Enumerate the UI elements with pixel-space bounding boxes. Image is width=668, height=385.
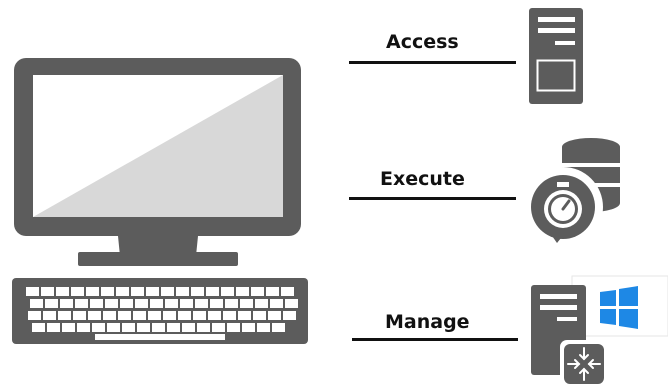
keyboard-key: [101, 287, 114, 296]
keyboard-key: [118, 311, 131, 320]
router-icon: [560, 340, 608, 385]
keyboard-key: [45, 299, 58, 308]
keyboard-key: [270, 299, 283, 308]
stopwatch-icon: [523, 167, 603, 247]
keyboard-key: [146, 287, 159, 296]
keyboard-key: [26, 287, 39, 296]
keyboard-key: [120, 299, 133, 308]
keyboard-key: [30, 299, 43, 308]
keyboard-key: [71, 287, 84, 296]
keyboard-key: [255, 299, 268, 308]
monitor: [14, 58, 301, 266]
keyboard-key: [90, 299, 103, 308]
keyboard-key: [285, 299, 298, 308]
keyboard-key: [75, 299, 88, 308]
desktop-computer-icon: [12, 58, 308, 344]
keyboard-key: [58, 311, 71, 320]
keyboard-key: [131, 287, 144, 296]
keyboard-key: [182, 323, 195, 332]
keyboard-key: [165, 299, 178, 308]
label-execute: Execute: [380, 168, 465, 190]
keyboard-key: [281, 287, 294, 296]
keyboard-key: [135, 299, 148, 308]
keyboard-key: [221, 287, 234, 296]
keyboard-key: [193, 311, 206, 320]
keyboard-key: [251, 287, 264, 296]
server-tower-icon: [529, 8, 583, 104]
keyboard-key: [137, 323, 150, 332]
keyboard-key: [283, 311, 296, 320]
keyboard: [12, 278, 308, 344]
keyboard-key: [105, 299, 118, 308]
keyboard-key: [266, 287, 279, 296]
label-access: Access: [386, 31, 459, 53]
database-clock-icon: [523, 138, 620, 247]
keyboard-key: [77, 323, 90, 332]
keyboard-key: [161, 287, 174, 296]
keyboard-key: [43, 311, 56, 320]
keyboard-key: [238, 311, 251, 320]
keyboard-key: [62, 323, 75, 332]
keyboard-key: [242, 323, 255, 332]
keyboard-key: [103, 311, 116, 320]
keyboard-key: [88, 311, 101, 320]
keyboard-key: [60, 299, 73, 308]
keyboard-key: [268, 311, 281, 320]
keyboard-spacebar: [95, 334, 225, 340]
keyboard-key: [253, 311, 266, 320]
keyboard-key: [167, 323, 180, 332]
keyboard-key: [122, 323, 135, 332]
keyboard-key: [152, 323, 165, 332]
keyboard-key: [86, 287, 99, 296]
keyboard-key: [257, 323, 270, 332]
keyboard-key: [178, 311, 191, 320]
keyboard-key: [197, 323, 210, 332]
keyboard-key: [236, 287, 249, 296]
windows-logo-icon: [600, 286, 638, 329]
keyboard-key: [150, 299, 163, 308]
keyboard-key: [116, 287, 129, 296]
keyboard-key: [41, 287, 54, 296]
keyboard-key: [56, 287, 69, 296]
keyboard-key: [225, 299, 238, 308]
keyboard-key: [206, 287, 219, 296]
keyboard-key: [210, 299, 223, 308]
keyboard-key: [240, 299, 253, 308]
keyboard-key: [73, 311, 86, 320]
keyboard-key: [272, 323, 285, 332]
label-manage: Manage: [385, 311, 470, 333]
keyboard-key: [107, 323, 120, 332]
keyboard-key: [47, 323, 60, 332]
keyboard-key: [148, 311, 161, 320]
keyboard-key: [191, 287, 204, 296]
keyboard-key: [195, 299, 208, 308]
keyboard-key: [208, 311, 221, 320]
keyboard-key: [163, 311, 176, 320]
keyboard-key: [28, 311, 41, 320]
windows-server-icon: [531, 275, 668, 385]
keyboard-key: [133, 311, 146, 320]
keyboard-key: [223, 311, 236, 320]
keyboard-key: [32, 323, 45, 332]
keyboard-key: [92, 323, 105, 332]
keyboard-key: [176, 287, 189, 296]
keyboard-key: [212, 323, 225, 332]
keyboard-key: [227, 323, 240, 332]
keyboard-key: [180, 299, 193, 308]
